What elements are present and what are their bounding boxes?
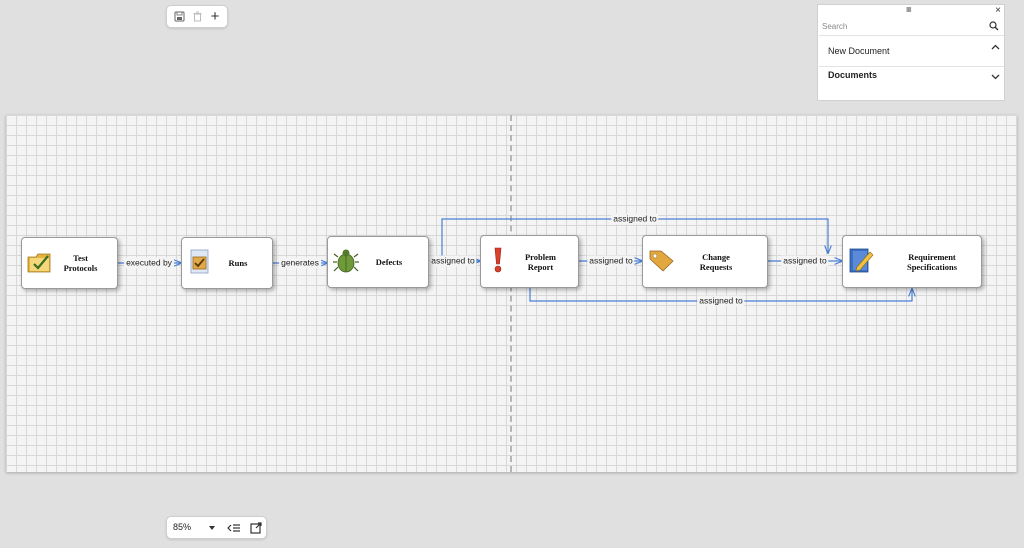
edge-label: assigned to [781,255,829,267]
node-runs[interactable]: Runs [181,237,273,289]
node-label: Requirement Specifications [906,251,958,272]
page-break-line [510,115,512,472]
chevron-up-icon[interactable] [991,43,1000,52]
search-icon[interactable] [989,21,999,31]
tag-icon [649,250,674,272]
node-defects[interactable]: Defects [327,236,429,288]
diagram-canvas[interactable]: executed by generates assigned to assign… [6,115,1017,472]
panel-grip-icon[interactable]: IIIII [906,7,912,14]
documents-item[interactable]: Documents [819,67,1004,84]
node-test-protocols[interactable]: Test Protocols [21,237,118,289]
documents-label: Documents [828,70,878,80]
edges-layer [118,218,1017,302]
node-requirement-specifications[interactable]: Requirement Specifications [842,235,982,288]
export-icon[interactable] [249,521,263,535]
delete-icon [193,11,201,22]
node-label: Defects [375,257,403,267]
new-document-label: New Document [828,46,890,56]
save-button[interactable] [171,9,187,25]
save-icon [174,11,184,22]
dropdown-caret-icon[interactable] [209,525,215,531]
edge-label: assigned to [611,213,659,225]
zoom-toolbar: 85% [166,516,267,539]
edge-label: assigned to [587,255,635,267]
edge-label: assigned to [429,255,477,267]
node-label: Change Requests [699,251,733,272]
node-label: Runs [228,258,248,268]
close-icon[interactable]: × [995,5,1001,16]
checklist-icon [190,249,209,274]
edge-label: generates [279,257,321,269]
edge-label: assigned to [697,295,745,307]
delete-button[interactable] [189,9,205,25]
node-change-requests[interactable]: Change Requests [642,235,768,288]
outline-icon[interactable] [227,521,241,535]
bug-icon [333,249,359,273]
chevron-down-icon[interactable] [991,72,1000,81]
top-toolbar: + [166,5,228,28]
exclamation-icon [494,247,502,273]
notebook-pencil-icon [849,248,874,273]
add-button[interactable]: + [207,9,223,25]
zoom-level[interactable]: 85% [173,522,192,532]
node-problem-report[interactable]: Problem Report [480,235,579,288]
search-input[interactable] [822,19,982,33]
document-panel: IIIII × New Document Documents [817,4,1005,101]
add-icon: + [210,8,220,25]
node-label: Problem Report [524,251,556,272]
edge-label: executed by [124,257,174,269]
new-document-item[interactable]: New Document [819,36,1004,67]
node-label: Test Protocols [63,253,98,273]
search-row [819,17,1004,36]
folder-check-icon [27,253,51,273]
